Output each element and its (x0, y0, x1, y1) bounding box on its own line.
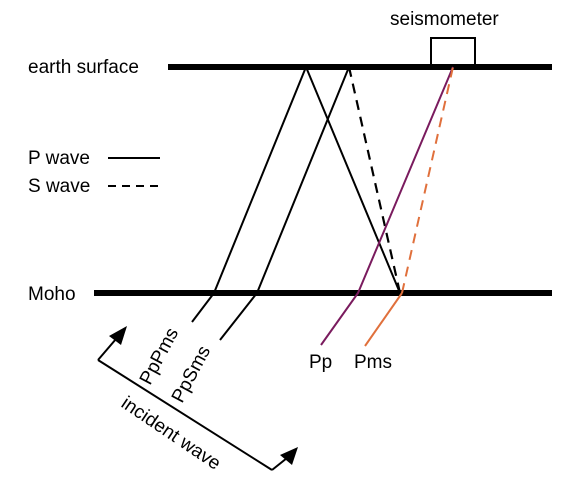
seismometer-label: seismometer (390, 9, 499, 30)
ppsms-label: PpSms (168, 342, 215, 406)
pppms-ray (191, 64, 401, 323)
pp-label: Pp (309, 352, 332, 373)
legend-s-wave-label: S wave (28, 176, 90, 197)
earth-surface-label: earth surface (28, 57, 139, 78)
pms-ray-s-segment (401, 66, 454, 294)
incident-arrow-right-head-icon (280, 447, 298, 465)
incident-arrow-left-head-icon (109, 326, 127, 345)
pppms-label: PpPms (136, 324, 183, 388)
moho-label: Moho (28, 284, 76, 305)
legend-p-wave-label: P wave (28, 148, 90, 169)
pms-ray-p-segment (364, 292, 403, 347)
pp-ray (320, 66, 454, 346)
pms-label: Pms (354, 352, 392, 373)
incident-arrow-right-shaft (271, 457, 288, 471)
seismometer-icon (430, 37, 476, 67)
incident-arrow-left-shaft (97, 338, 117, 361)
ppsms-ray-s-segment (347, 66, 402, 294)
ppsms-ray-p-segments (219, 66, 350, 341)
incident-wave-baseline (97, 359, 273, 471)
